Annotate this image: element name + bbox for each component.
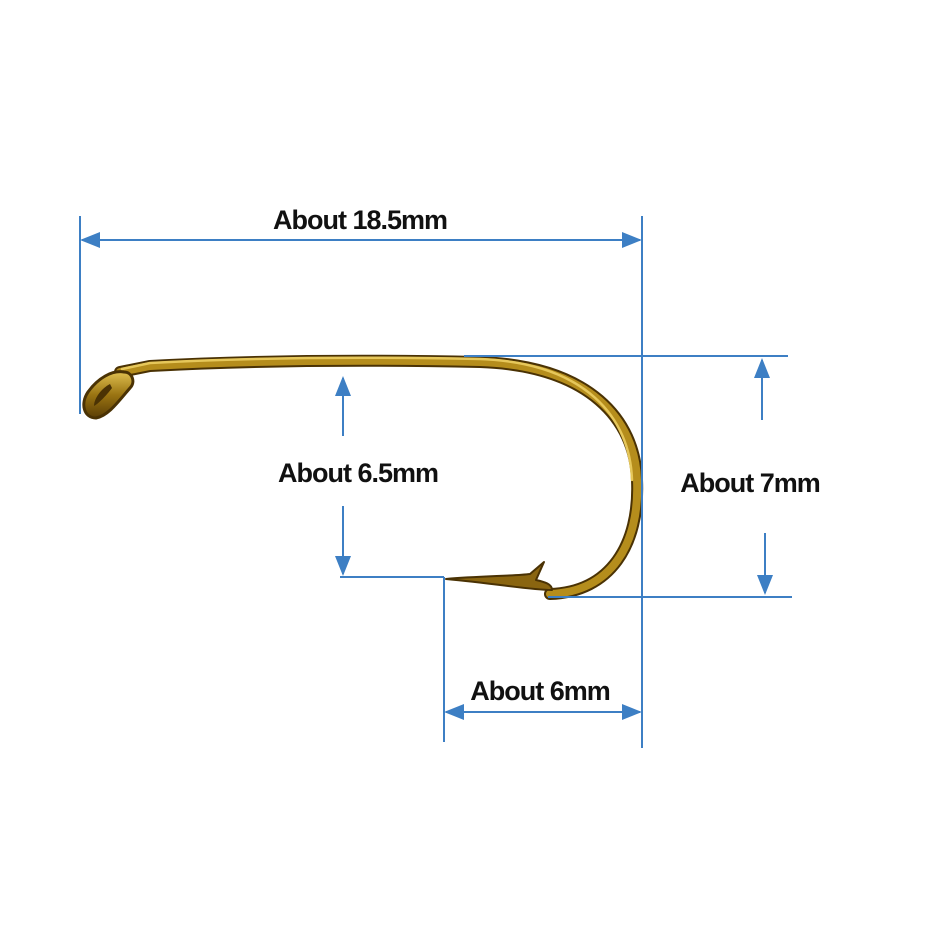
fish-hook	[82, 354, 644, 600]
shank-length-label: About 18.5mm	[273, 205, 447, 235]
hook-eye	[82, 370, 135, 420]
hook-wire	[116, 356, 642, 598]
bend-height-label: About 7mm	[680, 468, 820, 498]
hook-wire-highlight	[120, 356, 634, 482]
dimension-lines	[79, 216, 792, 748]
hook-eye-hole	[94, 384, 112, 406]
hook-point	[445, 561, 553, 591]
gap-label: About 6.5mm	[278, 458, 438, 488]
point-width-label: About 6mm	[470, 676, 610, 706]
